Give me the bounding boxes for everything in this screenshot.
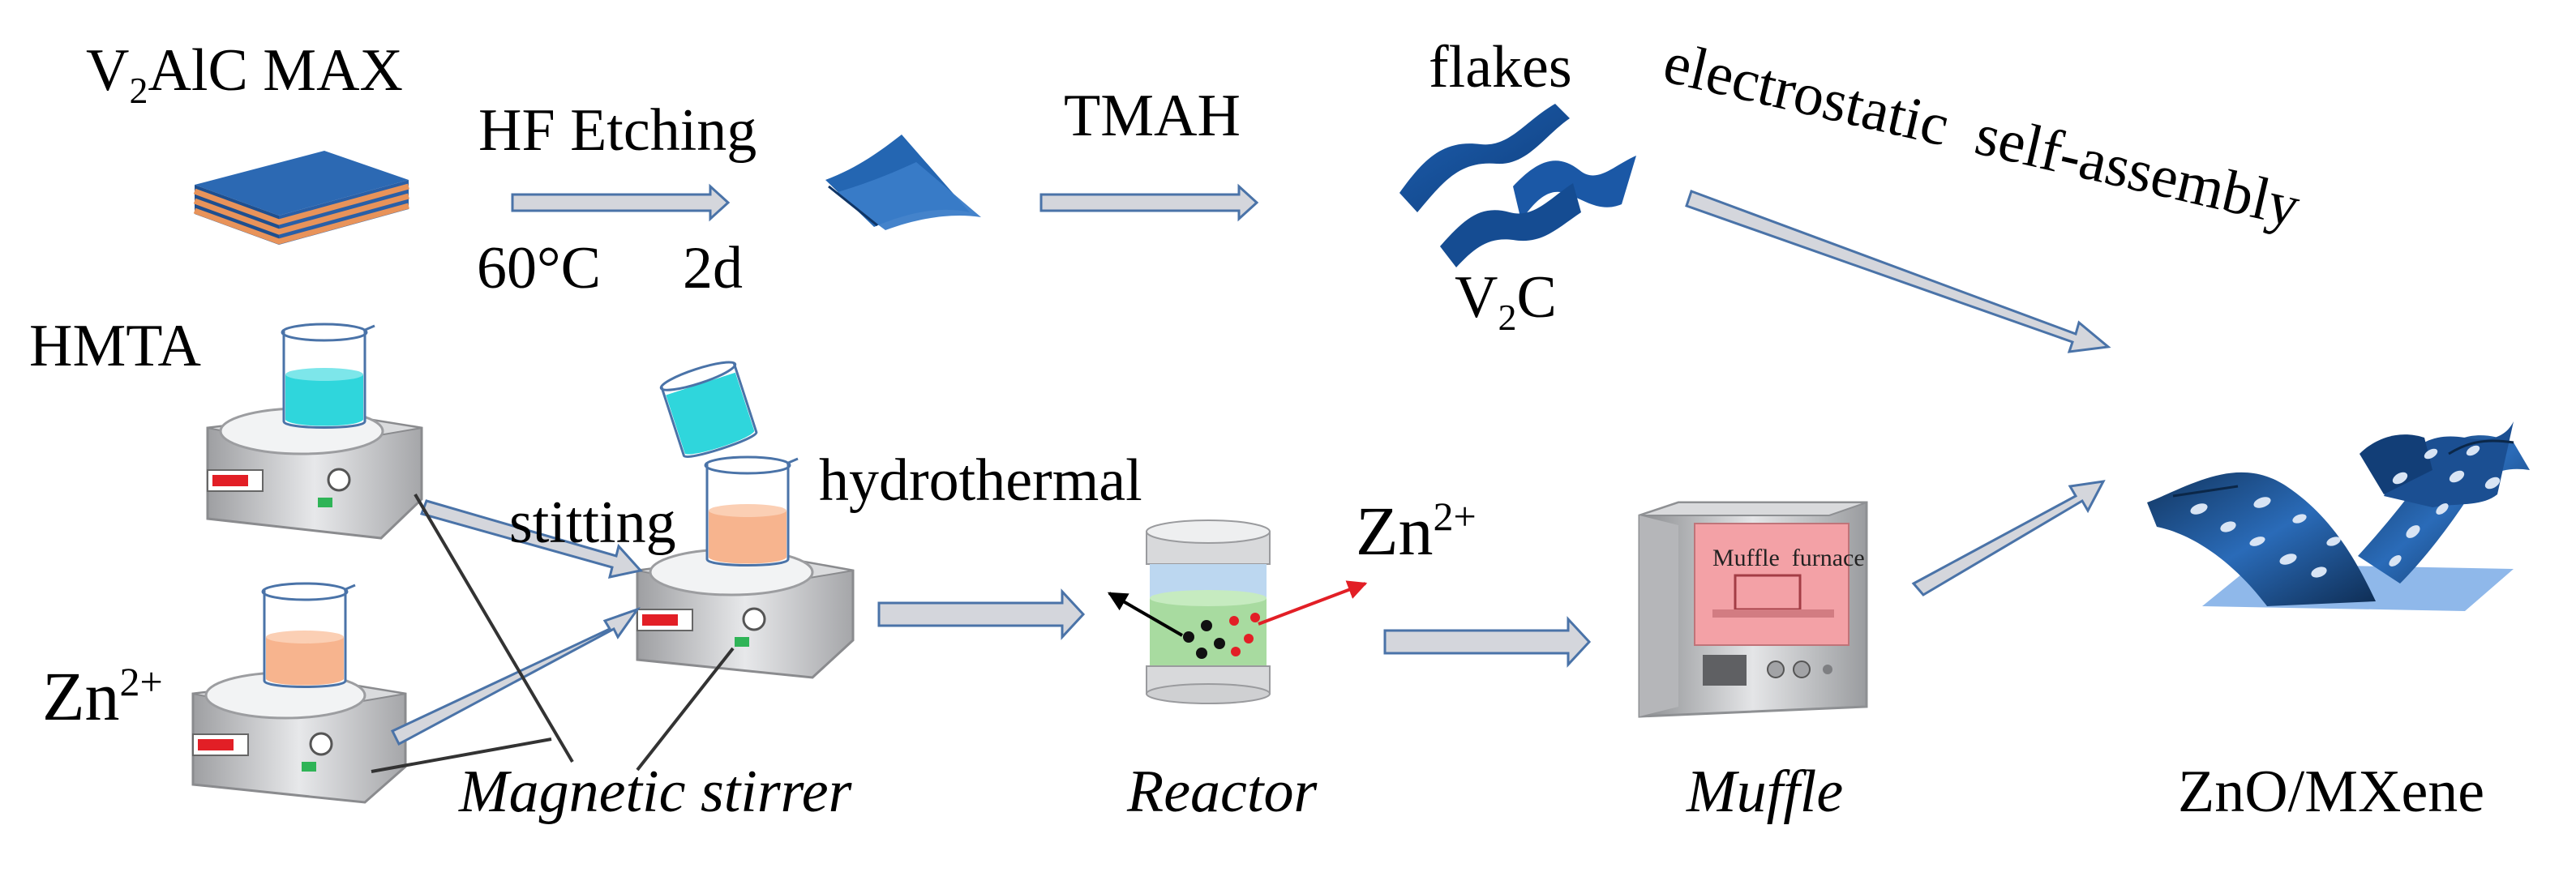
black-particles [1183,620,1225,659]
muffle-furnace-sign: Muffle furnace [1712,545,1865,571]
max-label-subscript: 2 [129,70,148,111]
flakes-label: flakes [1429,34,1572,100]
pouring-beaker [659,361,758,459]
v2c-label-subscript: 2 [1498,297,1517,338]
tmah-label: TMAH [1064,83,1241,149]
v2c-label-c: C [1516,264,1557,331]
zn-ion-label-mid: Zn2+ [1356,496,1477,566]
product-label: ZnO/MXene [2178,759,2485,825]
zno-nanoparticles [2190,445,2501,578]
zn-left-text: Zn [42,657,120,735]
arrow-to-reactor [877,588,1086,640]
muffle-label: Muffle [1687,759,1844,825]
max-label-rest: AlC MAX [148,37,403,104]
etched-mxene-sheets [825,135,981,230]
beaker-hmta [281,323,375,429]
max-phase-block [193,151,409,245]
temperature-label: 60°C [477,235,601,301]
hf-etching-label: HF Etching [478,97,757,164]
v2c-flakes [1399,104,1636,267]
stirrer-pointer-lines [371,493,735,773]
arrow-self-assembly [1685,190,2111,353]
zn-mid-superscript: 2+ [1433,494,1477,539]
v2c-label-v: V [1455,264,1498,331]
arrow-to-muffle [1383,616,1592,668]
arrow-etching [511,183,731,222]
stirrer-mix [636,548,855,679]
v2c-label: V2C [1455,267,1557,336]
reactor-label: Reactor [1127,759,1318,825]
arrow-hmta-to-mix [420,499,643,579]
beaker-zn [261,582,356,688]
stitting-label: stitting [509,490,676,556]
beaker-mix [704,455,799,566]
zn-mid-text: Zn [1356,492,1434,570]
magnetic-stirrer-label: Magnetic stirrer [459,759,852,825]
zn-ion-label-left: Zn2+ [42,661,163,731]
hydrothermal-label: hydrothermal [819,447,1142,514]
stirrer-zn [191,671,407,804]
muffle-furnace [1638,501,1868,718]
hmta-label: HMTA [29,313,201,379]
max-label-v: V [86,37,130,104]
reactor [1107,519,1368,704]
max-phase-label: V2AlC MAX [86,41,403,109]
arrow-zn-to-mix [390,607,641,746]
red-particles [1229,613,1260,656]
arrow-tmah [1039,183,1259,222]
duration-label: 2d [683,235,743,301]
arrow-to-product [1911,480,2106,596]
zn-left-superscript: 2+ [119,659,163,704]
